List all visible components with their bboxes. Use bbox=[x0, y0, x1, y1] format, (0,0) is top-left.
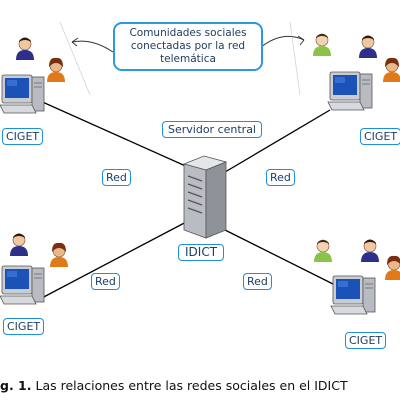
user-icon bbox=[312, 33, 332, 57]
callout-arrow-right bbox=[259, 35, 305, 49]
figure-caption: g. 1. Las relaciones entre las redes soc… bbox=[0, 378, 400, 393]
user-icon bbox=[15, 37, 35, 61]
center-node-label: IDICT bbox=[178, 244, 225, 261]
caption-prefix: g. 1. bbox=[0, 378, 32, 393]
callout-box: Comunidades sociales conectadas por la r… bbox=[113, 22, 263, 71]
link-line-top-left bbox=[37, 99, 191, 169]
computer-icon-top-left bbox=[0, 74, 45, 114]
node-label-bottom-left: CIGET bbox=[3, 318, 45, 335]
user-icon bbox=[49, 242, 69, 268]
node-label-bottom-right: CIGET bbox=[345, 332, 387, 349]
link-label-top-right: Red bbox=[266, 169, 295, 186]
callout-line-2: conectadas por la red bbox=[130, 40, 246, 52]
user-icon bbox=[358, 35, 378, 59]
computer-icon-top-right bbox=[327, 71, 373, 111]
link-label-bottom-right: Red bbox=[243, 273, 272, 290]
computer-icon-bottom-right bbox=[330, 275, 376, 315]
link-label-top-left: Red bbox=[102, 169, 131, 186]
user-icon bbox=[9, 233, 29, 257]
link-line-top-right bbox=[219, 109, 331, 176]
user-icon bbox=[360, 239, 380, 263]
link-line-bottom-left bbox=[37, 219, 191, 301]
user-icon bbox=[313, 239, 333, 263]
caption-text: Las relaciones entre las redes sociales … bbox=[31, 378, 348, 393]
callout-line-3: telemática bbox=[160, 53, 216, 65]
callout-line-1: Comunidades sociales bbox=[129, 27, 247, 39]
central-server-icon bbox=[182, 155, 228, 239]
node-label-top-right: CIGET bbox=[360, 128, 400, 145]
user-icon bbox=[46, 57, 66, 83]
link-label-bottom-left: Red bbox=[91, 273, 120, 290]
server-label: Servidor central bbox=[162, 121, 262, 138]
callout-arrow-left bbox=[71, 40, 114, 53]
computer-icon-bottom-left bbox=[0, 265, 45, 305]
user-icon bbox=[384, 255, 400, 281]
user-icon bbox=[382, 57, 400, 83]
node-label-top-left: CIGET bbox=[2, 128, 44, 145]
link-line-bottom-right bbox=[224, 229, 346, 291]
